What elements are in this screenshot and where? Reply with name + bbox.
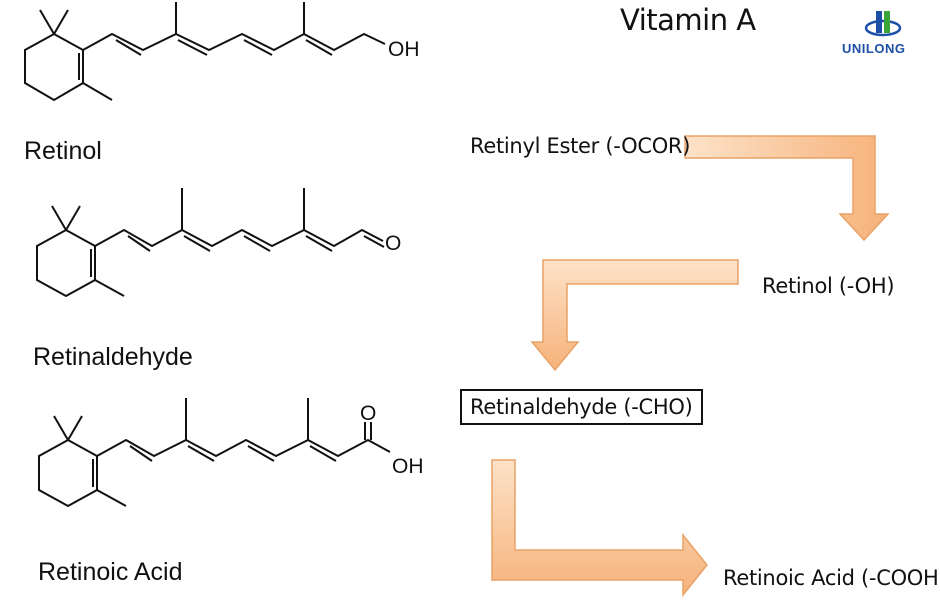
step-retinaldehyde: Retinaldehyde (-CHO) xyxy=(460,389,703,425)
unilong-logo: UNILONG xyxy=(840,8,926,58)
retinaldehyde-label: Retinaldehyde xyxy=(33,343,193,371)
retinoic-acid-oh-atom: OH xyxy=(392,455,424,478)
retinol-structure xyxy=(24,2,386,102)
retinol-label: Retinol xyxy=(24,137,102,165)
retinol-oh-atom: OH xyxy=(388,38,420,61)
arrow-retinaldehyde-to-retinoic-acid xyxy=(491,459,708,598)
step-retinyl-ester: Retinyl Ester (-OCOR) xyxy=(470,134,691,158)
retinaldehyde-structure xyxy=(36,188,385,298)
retinoic-acid-carbonyl-o-atom: O xyxy=(360,402,376,425)
arrow-retinol-to-retinaldehyde xyxy=(530,259,739,372)
arrow-ester-to-retinol xyxy=(684,135,890,242)
retinaldehyde-o-atom: O xyxy=(385,232,401,255)
diagram-title: Vitamin A xyxy=(620,3,756,37)
step-retinol: Retinol (-OH) xyxy=(762,274,895,298)
unilong-logo-text: UNILONG xyxy=(842,41,906,56)
pathway-arrows xyxy=(491,135,890,598)
retinoic-acid-structure xyxy=(38,398,391,508)
unilong-logo-icon xyxy=(864,11,902,37)
step-retinoic-acid: Retinoic Acid (-COOH) xyxy=(723,566,940,590)
retinoic-acid-label: Retinoic Acid xyxy=(38,558,183,586)
